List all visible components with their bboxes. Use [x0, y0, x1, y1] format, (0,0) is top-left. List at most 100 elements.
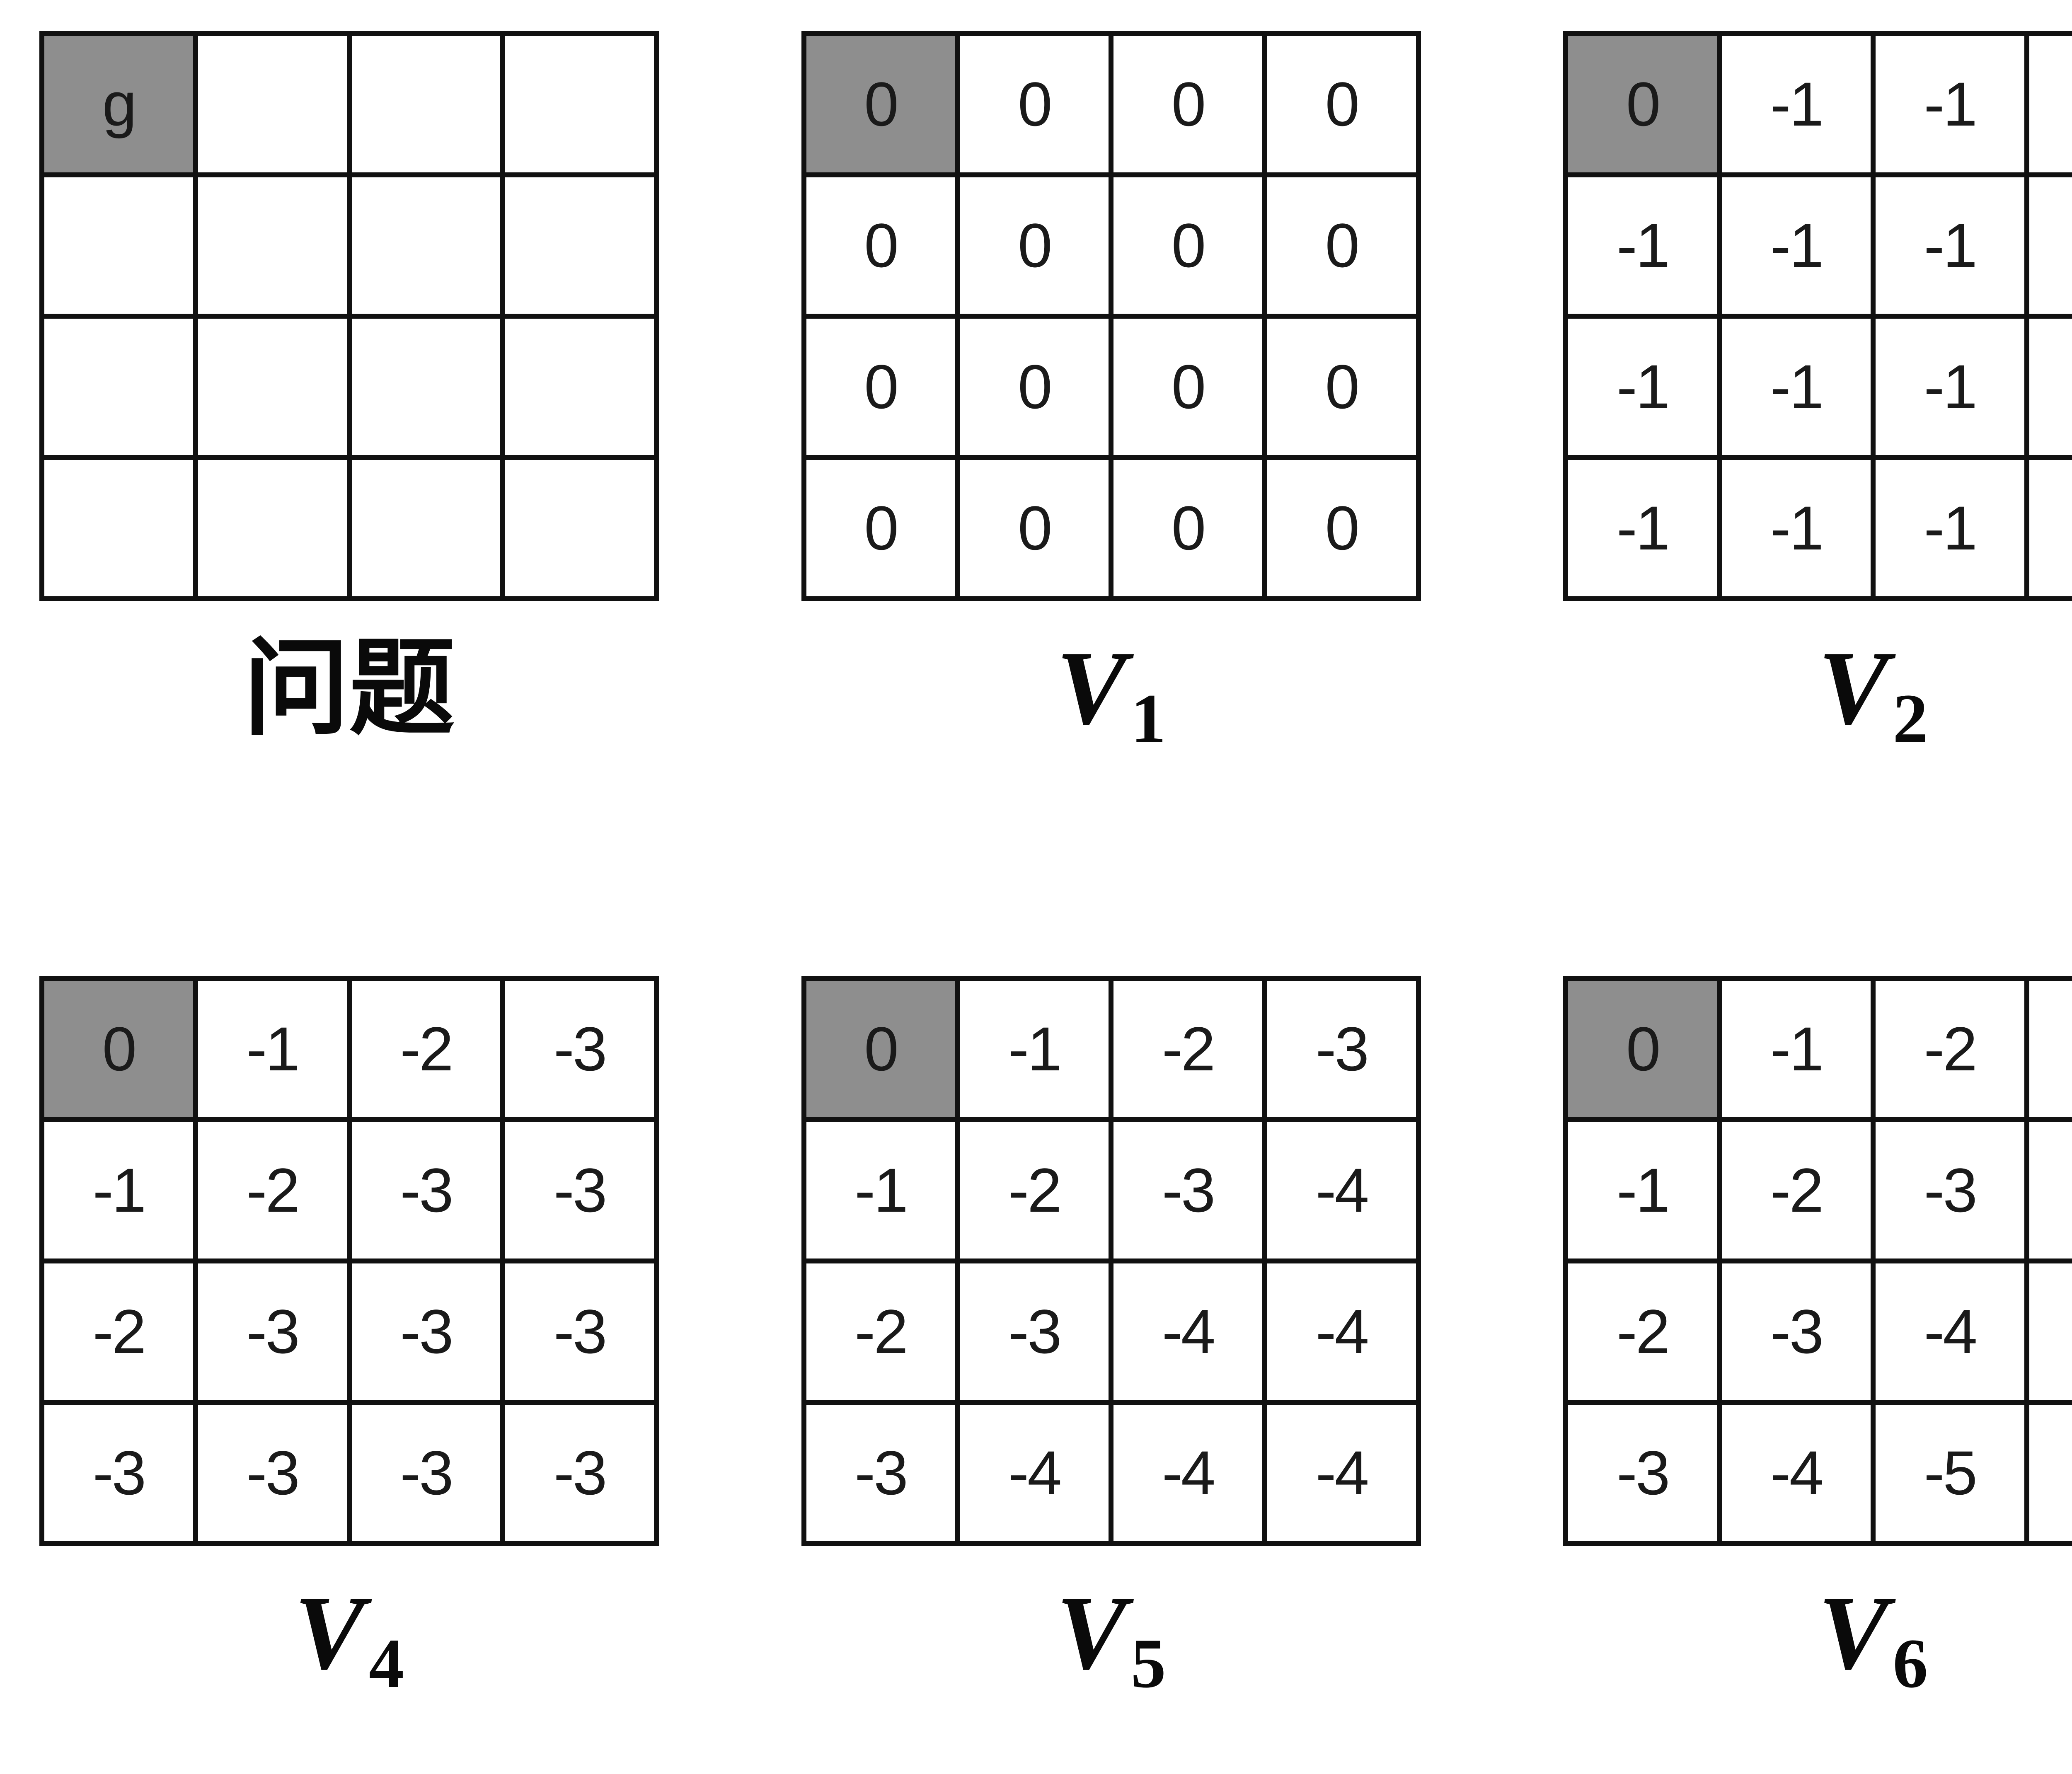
grid-cell: 0 — [957, 175, 1111, 316]
grid-cell: -1 — [957, 978, 1111, 1120]
grid-cell: -2 — [957, 1120, 1111, 1261]
grid-cell: -1 — [195, 978, 349, 1120]
grid-cell: -3 — [349, 1402, 503, 1544]
grid-cell: -2 — [1719, 1120, 1873, 1261]
grid-cell: -2 — [349, 978, 503, 1120]
grid-cell: -4 — [1111, 1261, 1265, 1402]
grid-cell: -2 — [1873, 978, 2027, 1120]
grid-cell: -2 — [1111, 978, 1265, 1120]
grid-cell: -3 — [42, 1402, 196, 1544]
grid-cell — [503, 175, 656, 316]
grid-cell — [349, 316, 503, 457]
grid-cell: 0 — [957, 457, 1111, 599]
grid-cell: -4 — [2026, 1120, 2072, 1261]
grid-cell: -1 — [1719, 34, 1873, 175]
grid-cell: -4 — [957, 1402, 1111, 1544]
grid-cell — [349, 175, 503, 316]
goal-cell: g — [42, 34, 196, 175]
grid-cell: 0 — [957, 34, 1111, 175]
grid-problem: g — [39, 31, 659, 601]
grid-cell: -3 — [957, 1261, 1111, 1402]
grid-cell: 0 — [804, 316, 958, 457]
grid-cell — [503, 34, 656, 175]
grid-label-problem: 问题 — [243, 630, 455, 771]
grid-label-symbol: V — [1056, 1575, 1127, 1692]
grid-cell: -1 — [1873, 34, 2027, 175]
grid-cell — [349, 34, 503, 175]
grid-cell: -4 — [1873, 1261, 2027, 1402]
grid-cell: 0 — [804, 457, 958, 599]
grid-label-symbol: V — [1056, 630, 1127, 747]
grid-cell: -2 — [804, 1261, 958, 1402]
goal-cell: 0 — [42, 978, 196, 1120]
grid-cell — [195, 34, 349, 175]
grid-panel-v6: 0-1-2-3-1-2-3-4-2-3-4-5-3-4-5-5V6 — [1563, 976, 2072, 1716]
grid-cell: -2 — [42, 1261, 196, 1402]
grid-cell: -2 — [1566, 1261, 1720, 1402]
goal-cell: 0 — [1566, 978, 1720, 1120]
grid-cell: -1 — [1873, 457, 2027, 599]
grid-cell: -1 — [42, 1120, 196, 1261]
grid-cell: -1 — [1566, 457, 1720, 599]
grid-cell: 0 — [1264, 34, 1418, 175]
grid-label-subscript: 5 — [1130, 1624, 1166, 1702]
grid-cell: -3 — [1111, 1120, 1265, 1261]
grid-cell: -1 — [1873, 316, 2027, 457]
grid-cell: -2 — [195, 1120, 349, 1261]
grid-cell: -1 — [1566, 1120, 1720, 1261]
grid-cell: -3 — [195, 1402, 349, 1544]
grid-cell: -4 — [1264, 1120, 1418, 1261]
grid-cell: 0 — [1264, 175, 1418, 316]
grid-label-symbol: V — [1818, 630, 1889, 747]
grid-cell: 0 — [957, 316, 1111, 457]
grid-label-subscript: 2 — [1893, 680, 1928, 758]
goal-cell: 0 — [804, 978, 958, 1120]
grid-cell: -4 — [1264, 1402, 1418, 1544]
grid-cell: -4 — [1111, 1402, 1265, 1544]
grid-cell: -3 — [1566, 1402, 1720, 1544]
grid-v4: 0-1-2-3-1-2-3-3-2-3-3-3-3-3-3-3 — [39, 976, 659, 1546]
goal-cell: 0 — [804, 34, 958, 175]
grid-cell: -3 — [349, 1120, 503, 1261]
grid-panel-problem: g 问题 — [39, 31, 659, 771]
grid-cell: -1 — [1719, 457, 1873, 599]
grid-v5: 0-1-2-3-1-2-3-4-2-3-4-4-3-4-4-4 — [801, 976, 1421, 1546]
grid-cell: -3 — [804, 1402, 958, 1544]
grid-label-symbol: V — [294, 1575, 365, 1692]
grid-cell — [42, 316, 196, 457]
grid-cell: -1 — [2026, 34, 2072, 175]
grid-cell: -1 — [1719, 175, 1873, 316]
grid-cell: -3 — [195, 1261, 349, 1402]
grid-panel-v2: 0-1-1-1-1-1-1-1-1-1-1-1-1-1-1-1V2 — [1563, 31, 2072, 771]
grid-cell: -5 — [2026, 1261, 2072, 1402]
grid-cell: -1 — [804, 1120, 958, 1261]
grid-cell: 0 — [804, 175, 958, 316]
grid-cell: -4 — [1264, 1261, 1418, 1402]
grid-cell — [195, 457, 349, 599]
grid-cell: -3 — [2026, 978, 2072, 1120]
grid-cell: -1 — [2026, 175, 2072, 316]
grid-cell: 0 — [1264, 457, 1418, 599]
grid-cell: -1 — [1873, 175, 2027, 316]
grid-cell: -5 — [2026, 1402, 2072, 1544]
grid-cell: -1 — [1566, 316, 1720, 457]
grid-cell: -1 — [1719, 978, 1873, 1120]
grid-cell — [503, 316, 656, 457]
grid-cell: -1 — [2026, 316, 2072, 457]
grid-cell: -1 — [1719, 316, 1873, 457]
grid-cell — [42, 457, 196, 599]
grid-cell: -4 — [1719, 1402, 1873, 1544]
grid-label-subscript: 4 — [369, 1624, 404, 1702]
grid-label-subscript: 1 — [1130, 680, 1166, 758]
grid-cell — [349, 457, 503, 599]
grid-cell — [42, 175, 196, 316]
